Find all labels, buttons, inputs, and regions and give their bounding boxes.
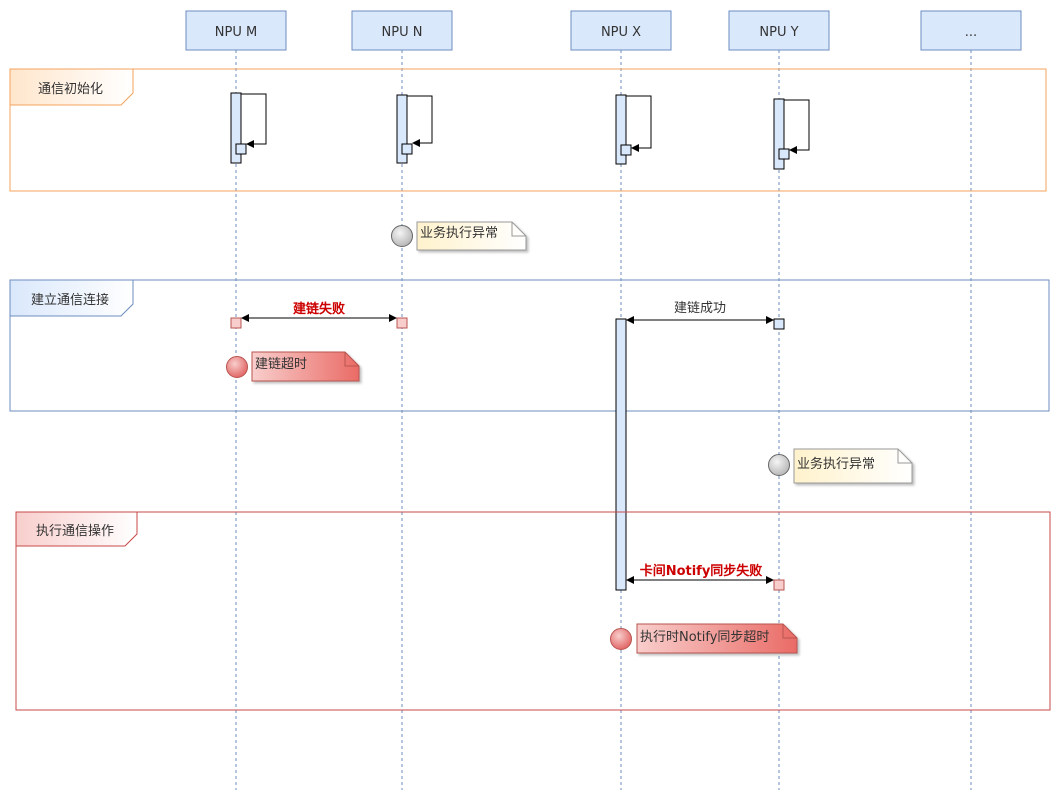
participant-more[interactable]: ...: [920, 10, 1022, 51]
note-text: 业务执行异常: [420, 225, 498, 241]
activation-y-init[interactable]: [773, 98, 810, 170]
participant-label: NPU Y: [759, 25, 798, 40]
frame-init-label: 通信初始化: [38, 82, 103, 97]
participant-label: NPU M: [215, 25, 257, 40]
activation-m-init[interactable]: [230, 92, 267, 164]
message-link-success[interactable]: [626, 316, 785, 330]
activation-x-init[interactable]: [615, 94, 652, 165]
note-link-timeout[interactable]: [251, 351, 360, 382]
note-biz-exception-y[interactable]: [793, 448, 913, 484]
message-link-success-label: 建链成功: [674, 301, 726, 316]
activation-n-init[interactable]: [396, 94, 433, 164]
participant-label: NPU N: [382, 25, 423, 40]
frame-connect[interactable]: 建立通信连接: [9, 279, 1050, 412]
participant-npu-y[interactable]: NPU Y: [728, 10, 830, 51]
note-notify-timeout[interactable]: [636, 623, 798, 654]
frame-init[interactable]: 通信初始化: [9, 68, 1047, 192]
participant-npu-x[interactable]: NPU X: [570, 10, 672, 51]
participant-npu-n[interactable]: NPU N: [351, 10, 453, 51]
message-notify-fail[interactable]: [626, 576, 785, 591]
note-text: 执行时Notify同步超时: [640, 630, 769, 645]
event-circle-m-timeout[interactable]: [226, 356, 248, 378]
message-notify-fail-label: 卡间Notify同步失败: [640, 563, 763, 579]
event-circle-y[interactable]: [768, 454, 790, 476]
message-link-fail[interactable]: [230, 314, 408, 329]
event-circle-x-timeout[interactable]: [610, 628, 632, 650]
frame-connect-label: 建立通信连接: [31, 292, 109, 308]
participant-label: NPU X: [601, 25, 641, 40]
message-link-fail-label: 建链失败: [293, 301, 345, 317]
note-text: 建链超时: [255, 357, 307, 372]
event-circle-n[interactable]: [391, 225, 413, 247]
participant-npu-m[interactable]: NPU M: [185, 10, 287, 51]
note-text: 业务执行异常: [797, 456, 875, 472]
frame-execute-label: 执行通信操作: [36, 523, 114, 539]
note-biz-exception-n[interactable]: [416, 221, 527, 251]
activation-x-long[interactable]: [615, 318, 627, 591]
participant-label: ...: [965, 25, 977, 40]
frame-execute[interactable]: 执行通信操作: [15, 511, 1051, 711]
